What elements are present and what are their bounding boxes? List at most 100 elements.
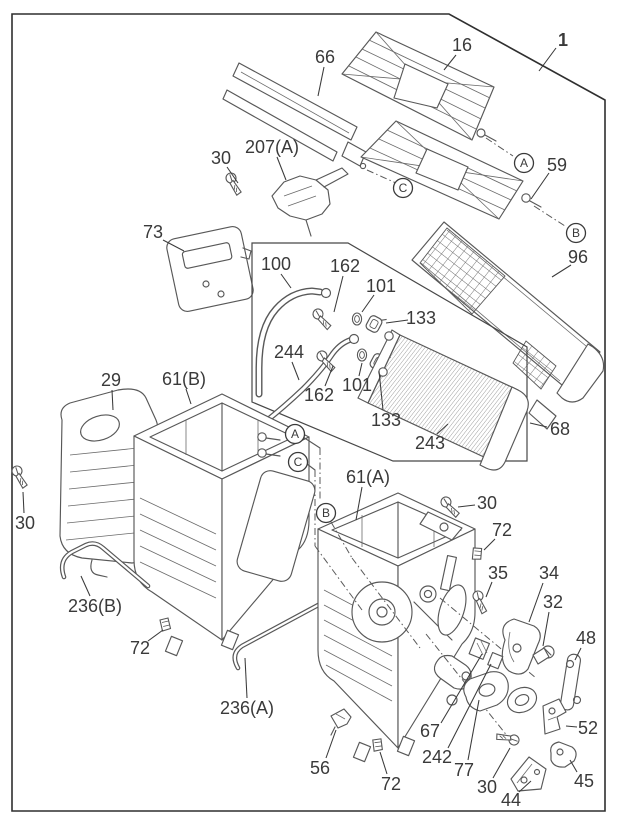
leader-line [483,538,496,551]
part-label-243: 243 [415,433,445,453]
leader-line [538,47,557,72]
part-56-clip [330,708,352,736]
part-label-72: 72 [381,774,401,794]
part-59-shape [360,120,542,220]
part-96-shape [411,221,605,430]
part-label-162: 162 [304,385,334,405]
svg-text:A: A [291,427,299,441]
leader-line [551,264,572,278]
part-61b-case [133,393,316,657]
leader-line [492,747,511,779]
part-label-96: 96 [568,247,588,267]
part-label-101: 101 [342,375,372,395]
part-label-61a: 61(A) [346,467,390,487]
leader-line [569,759,578,773]
leader-line [355,486,363,521]
reference-callout-b: B [565,222,587,244]
clip-72-left [159,617,172,632]
sub-assembly-box [251,242,528,462]
leader-line [440,653,483,724]
leader-line [379,751,388,775]
part-label-32: 32 [543,592,563,612]
leader-line [244,657,248,699]
leader-line [280,273,292,289]
part-label-72: 72 [130,638,150,658]
leader-line [361,294,375,313]
leader-line [447,663,492,749]
svg-text:C: C [294,455,303,469]
part-label-73: 73 [143,222,163,242]
part-45-lever [550,741,577,768]
part-label-236a: 236(A) [220,698,274,718]
part-label-68: 68 [550,419,570,439]
leader-line [22,491,25,514]
part-label-207a: 207(A) [245,137,299,157]
part-label-67: 67 [420,721,440,741]
leader-line [378,370,384,411]
part-label-133: 133 [406,308,436,328]
part-label-45: 45 [574,771,594,791]
part-label-44: 44 [501,790,521,810]
svg-text:C: C [399,181,408,195]
leader-line [467,699,480,761]
part-77-actuator [463,671,538,714]
part-label-66: 66 [315,47,335,67]
leader-line [436,423,449,435]
part-label-77: 77 [454,760,474,780]
part-label-35: 35 [488,563,508,583]
reference-callout-a: A [513,152,535,174]
assembly-callout-label: 1 [558,30,568,50]
part-label-133: 133 [371,410,401,430]
part-207a-shape [271,167,349,237]
leader-line [443,54,457,71]
part-236b-wire [59,541,151,589]
reference-callout-c: C [287,451,309,473]
part-52-bracket [542,698,567,735]
leader-line [333,275,344,313]
leader-line [325,729,337,759]
leader-line [385,319,409,324]
leader-line [80,575,91,597]
part-100-hose [255,287,332,398]
part-label-59: 59 [547,155,567,175]
leader-line [518,780,532,793]
part-243-core [357,329,529,471]
part-16-shape [341,31,497,142]
leader-line [529,422,548,428]
part-label-34: 34 [539,563,559,583]
part-label-29: 29 [101,370,121,390]
part-label-48: 48 [576,628,596,648]
part-44-bracket [510,756,547,792]
part-32-bolt [532,645,555,665]
leader-line [162,239,185,252]
leader-line [291,361,300,381]
leader-line [542,611,550,647]
part-label-30: 30 [477,777,497,797]
leader-line [185,388,192,405]
leader-line [226,166,239,184]
reference-callout-c: C [392,177,414,199]
reference-callout-a: A [284,423,306,445]
part-242-shape [487,651,504,670]
part-66-shape [222,62,367,170]
part-label-244: 244 [274,342,304,362]
part-label-72: 72 [492,520,512,540]
leader-line [358,362,363,377]
part-label-30: 30 [477,493,497,513]
part-label-52: 52 [578,718,598,738]
part-61a-case [317,492,476,763]
leader-line [457,504,476,508]
part-67-shape [468,637,490,660]
leader-line [276,156,287,181]
part-34-lever [501,618,541,675]
part-48-link [559,653,582,711]
part-label-236b: 236(B) [68,596,122,616]
part-label-16: 16 [452,35,472,55]
leader-line [574,647,582,661]
svg-text:A: A [520,156,528,170]
leader-line [565,725,578,728]
svg-text:B: B [572,226,580,240]
